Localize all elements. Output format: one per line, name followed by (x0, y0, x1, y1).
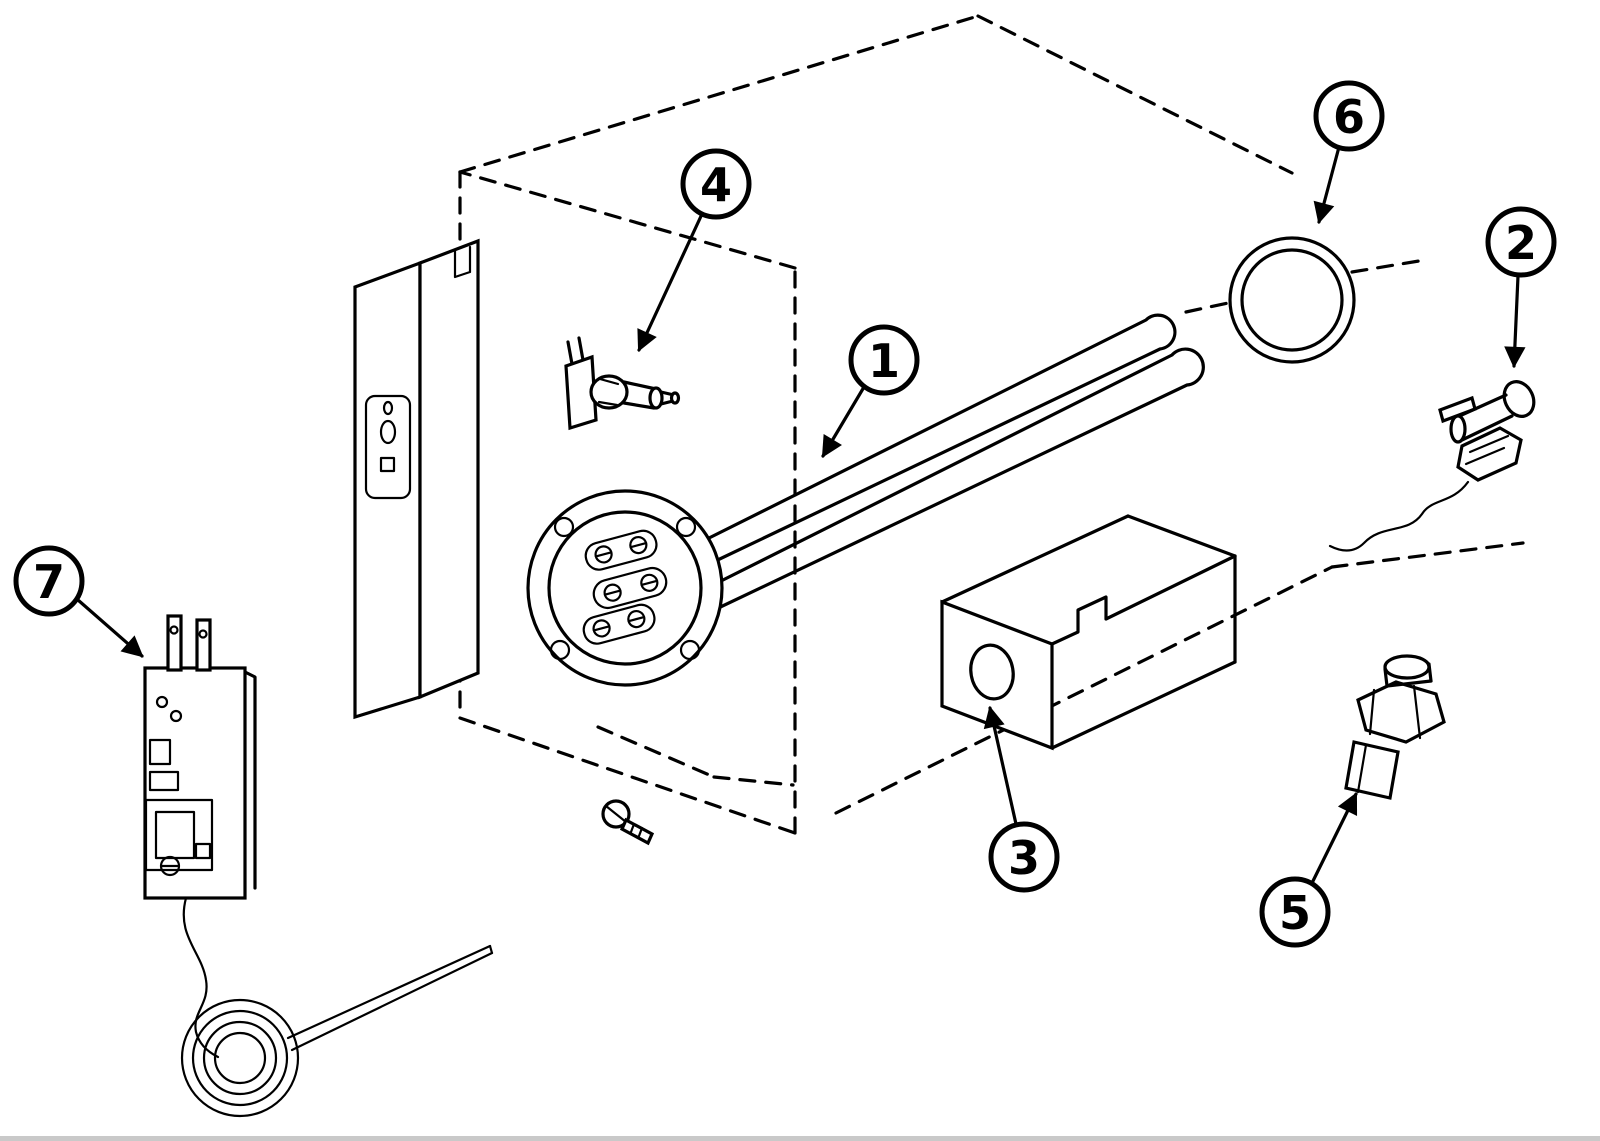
callout-5: 5 (1259, 792, 1358, 948)
terminal-slot-top (584, 529, 658, 571)
high-limit-thermostat (564, 336, 681, 431)
callout-5-circle (1259, 876, 1331, 948)
callout-7-number: 7 (33, 555, 65, 609)
callout-7: 7 (13, 545, 144, 658)
mounting-bracket (353, 238, 480, 720)
callout-6-number: 6 (1333, 90, 1365, 144)
callout-6-circle (1313, 80, 1385, 152)
callout-4-circle (680, 148, 752, 220)
bottom-edge-strip (0, 1136, 1600, 1141)
mounting-screw (601, 799, 655, 846)
callout-7-circle (13, 545, 85, 617)
callout-1: 1 (821, 324, 920, 458)
callout-4-number: 4 (700, 158, 732, 212)
heating-element (526, 313, 1205, 687)
thermostat-with-capillary (143, 614, 494, 1118)
temperature-sensor (1328, 380, 1536, 552)
callout-3-circle (988, 821, 1060, 893)
callout-4: 4 (637, 148, 752, 352)
drain-plug (1344, 654, 1446, 800)
callout-1-number: 1 (868, 334, 900, 388)
callout-1-circle (848, 324, 920, 396)
callout-2-circle (1485, 206, 1557, 278)
callout-2-number: 2 (1505, 216, 1537, 270)
terminal-slot-middle (592, 566, 668, 610)
callout-5-number: 5 (1279, 886, 1311, 940)
junction-box (940, 514, 1237, 751)
callout-3: 3 (983, 705, 1060, 893)
terminal-slot-bottom (582, 603, 656, 645)
o-ring-gasket (1228, 236, 1356, 364)
callout-6: 6 (1313, 80, 1385, 225)
callout-2: 2 (1485, 206, 1557, 369)
callout-3-number: 3 (1008, 831, 1040, 885)
